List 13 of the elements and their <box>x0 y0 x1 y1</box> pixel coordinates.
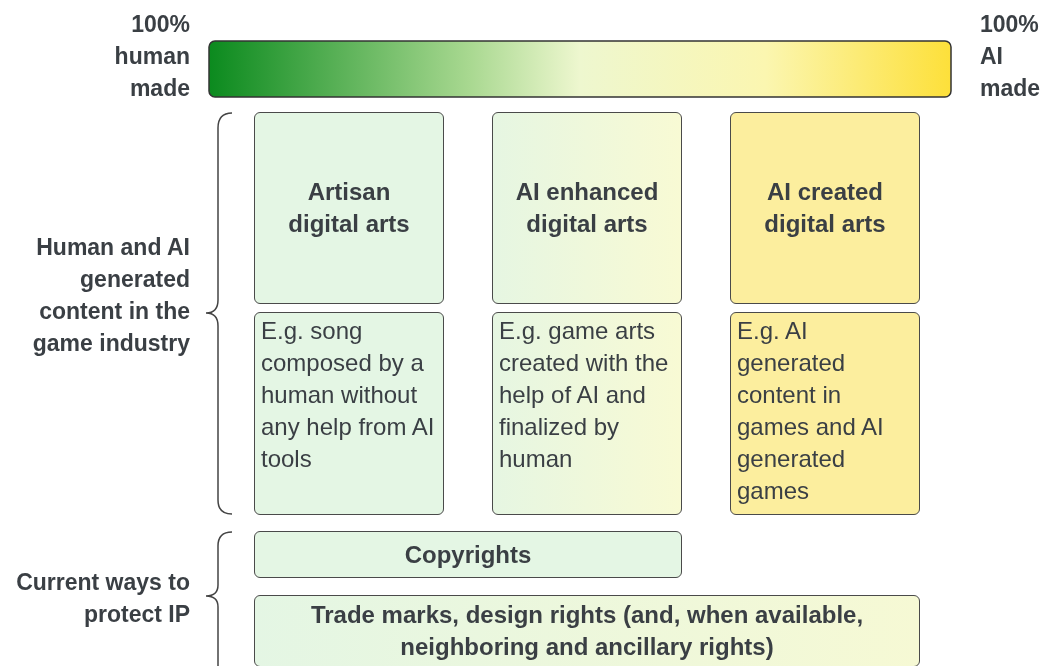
group-label: Current ways to protect IP <box>15 568 190 629</box>
example-card: E.g. game arts created with the help of AI and finalized by human <box>492 312 682 515</box>
group-label: Human and AI generated content in the game industry <box>31 233 190 358</box>
scale-label: 100% human made <box>113 10 190 103</box>
example-card: E.g. song composed by a human without any help from AI tools <box>254 312 444 515</box>
protection-card: Trade marks, design rights (and, when available, neighboring and ancillary rights) <box>254 595 920 666</box>
gradient-bar <box>208 40 952 98</box>
category-card: AI enhanced digital arts <box>492 112 682 304</box>
protection-card: Copyrights <box>254 531 682 578</box>
category-card: Artisan digital arts <box>254 112 444 304</box>
example-card: E.g. AI generated content in games and AI generated games <box>730 312 920 515</box>
scale-label: 100% AI made <box>980 10 1042 103</box>
category-card: AI created digital arts <box>730 112 920 304</box>
